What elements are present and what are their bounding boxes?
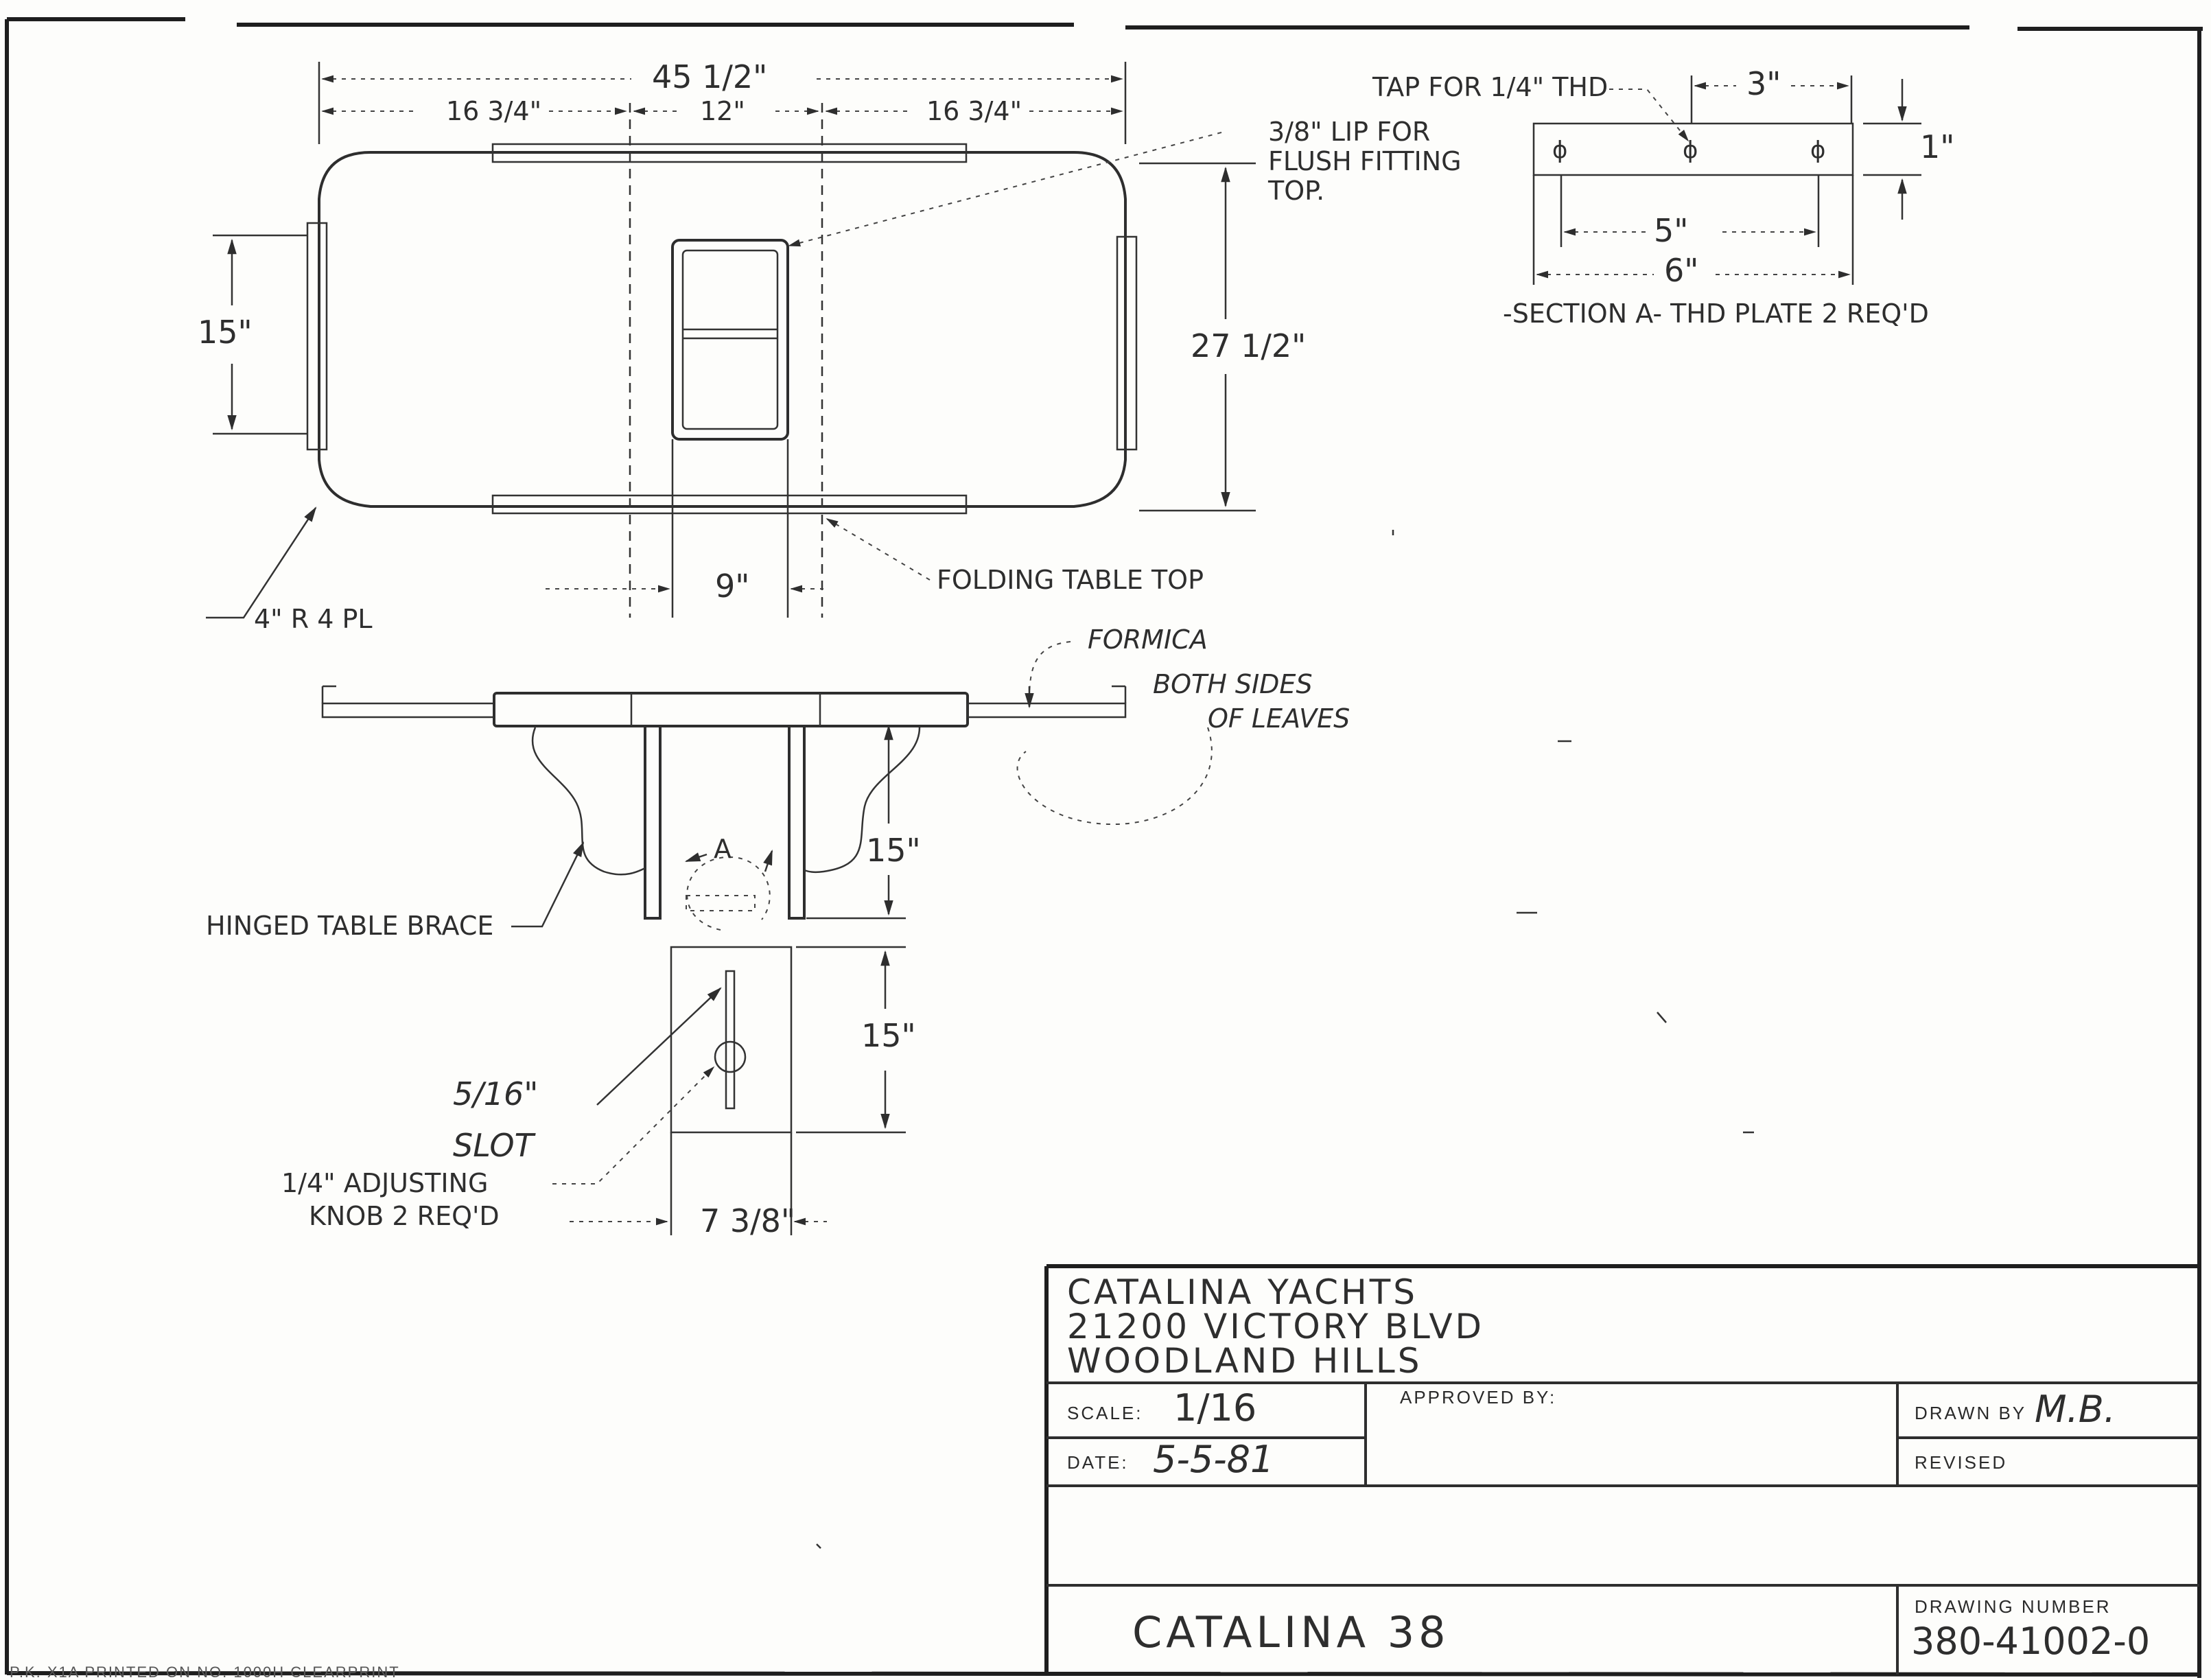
knob-note-line-2: KNOB 2 REQ'D (309, 1201, 500, 1231)
right-brace (804, 727, 921, 874)
folding-table-top-label: FOLDING TABLE TOP (937, 565, 1204, 595)
corner-radius-label: 4" R 4 PL (254, 604, 373, 634)
formica-note-line-3: OF LEAVES (1208, 703, 1350, 734)
scale-value: 1/16 (1173, 1386, 1256, 1430)
plate-length-dim: 6" (1664, 252, 1698, 289)
leg-detail-height-dim: 15" (861, 1017, 916, 1054)
leg-detail: 15" 5/16" SLOT 1/4" ADJUSTING KNOB 2 REQ… (281, 946, 916, 1239)
project-name: CATALINA 38 (1132, 1607, 1450, 1657)
drawing-number: 380-41002-0 (1911, 1620, 2150, 1663)
lip-note-line-1: 3/8" LIP FOR (1268, 117, 1430, 147)
formica-note-line-2: BOTH SIDES (1153, 669, 1313, 699)
hole-spacing-dim: 3" (1746, 65, 1781, 102)
adjusting-knob (714, 1040, 747, 1073)
right-width-dim: 16 3/4" (926, 96, 1022, 126)
table-outline (318, 151, 1127, 508)
formica-note-line-1: FORMICA (1088, 625, 1208, 655)
drawn-by-label: DRAWN BY (1915, 1403, 2026, 1423)
drawing-border (5, 17, 2203, 1678)
drawing-number-label: DRAWING NUMBER (1915, 1596, 2111, 1617)
lip-note-line-3: TOP. (1267, 176, 1324, 206)
overall-depth-dim: 27 1/2" (1191, 327, 1306, 364)
slot-size: 5/16" (453, 1075, 538, 1112)
leg-detail-width-dim: 7 3/8" (700, 1202, 795, 1239)
company-name: CATALINA YACHTS (1067, 1272, 1418, 1312)
left-leg (644, 725, 662, 920)
section-a-title: -SECTION A- THD PLATE 2 REQ'D (1503, 299, 1929, 329)
leg-height-dim: 15" (866, 832, 921, 869)
right-side-strip (1116, 235, 1138, 451)
plan-view: 45 1/2" 16 3/4" 12" 16 3/4" 15" 27 1/2" … (198, 58, 1462, 634)
top-hinge-strip (491, 143, 968, 163)
leg-plate (670, 946, 793, 1134)
print-note: P.K. X1A PRINTED ON NO. 1000H CLEARPRINT (10, 1664, 400, 1680)
approved-label: APPROVED BY: (1400, 1387, 1556, 1408)
left-width-dim: 16 3/4" (446, 96, 541, 126)
bottom-hinge-strip (491, 494, 968, 515)
center-width-dim: 12" (700, 96, 745, 126)
center-slot-dim: 9" (715, 568, 749, 605)
section-marker: A (714, 834, 732, 864)
knob-note-line-1: 1/4" ADJUSTING (281, 1168, 488, 1198)
plate-height-dim: 1" (1920, 128, 1954, 165)
revised-label: REVISED (1915, 1452, 2007, 1473)
right-leg (788, 725, 806, 920)
thread-plate (1532, 122, 1854, 176)
scale-label: SCALE: (1067, 1403, 1143, 1423)
tap-note: TAP FOR 1/4" THD (1372, 72, 1608, 102)
section-a-plate: ϕ ϕ ϕ 3" TAP FOR 1/4" THD 1" 5" 6" -SECT… (1372, 65, 1954, 329)
slot-label: SLOT (453, 1127, 537, 1164)
hole-left: ϕ (1552, 137, 1567, 164)
slot (725, 970, 736, 1110)
brace-label: HINGED TABLE BRACE (206, 911, 493, 941)
company-city: WOODLAND HILLS (1067, 1341, 1422, 1381)
elevation-view: A 15" FORMICA BOTH SIDES OF LEAVES HINGE… (206, 625, 1350, 941)
title-block: CATALINA YACHTS 21200 VICTORY BLVD WOODL… (1044, 1264, 2199, 1675)
overall-width-dim: 45 1/2" (652, 58, 767, 95)
left-brace (531, 727, 646, 876)
leaf-height-dim: 15" (198, 314, 253, 351)
outer-hole-spacing-dim: 5" (1654, 212, 1688, 249)
stray-marks (816, 530, 1754, 1549)
hole-center: ϕ (1683, 137, 1698, 164)
hole-right: ϕ (1810, 137, 1825, 164)
date-value: 5-5-81 (1153, 1438, 1274, 1481)
center-opening (671, 239, 789, 441)
left-side-strip (306, 222, 328, 451)
drawn-by-value: M.B. (2035, 1388, 2116, 1431)
lip-note-line-2: FLUSH FITTING (1268, 146, 1462, 176)
date-label: DATE: (1067, 1452, 1129, 1473)
company-street: 21200 VICTORY BLVD (1067, 1307, 1484, 1346)
